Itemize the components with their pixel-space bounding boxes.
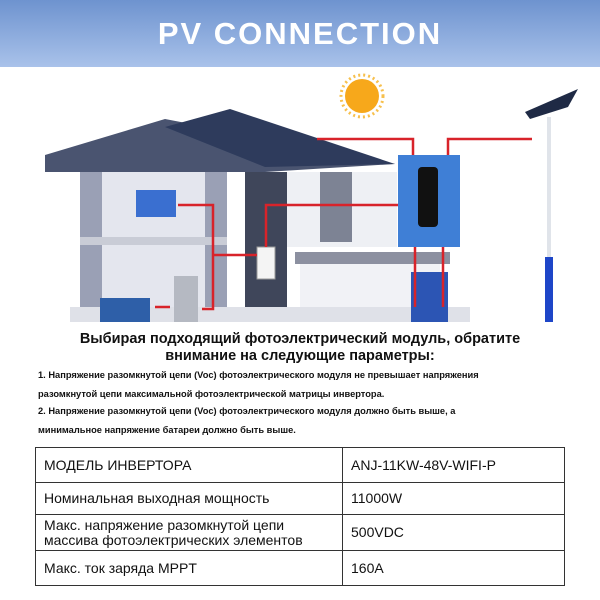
- heading-line-1: Выбирая подходящий фотоэлектрический мод…: [79, 331, 521, 347]
- spec-value: 11000W: [342, 482, 565, 515]
- tv-icon: [100, 298, 150, 322]
- street-light: [525, 89, 578, 322]
- spec-label: Номинальная выходная мощность: [35, 482, 343, 515]
- heading-line-2: внимание на следующие параметры:: [165, 348, 435, 364]
- wires: [155, 137, 532, 311]
- spec-label: Макс. ток заряда MPPT: [35, 550, 343, 586]
- spec-label: МОДЕЛЬ ИНВЕРТОРА: [35, 447, 343, 483]
- spec-value: 500VDC: [342, 514, 565, 551]
- spec-value: 160A: [342, 550, 565, 586]
- inverter: [398, 155, 460, 247]
- note-2-line-2: минимальное напряжение батареи должно бы…: [38, 425, 296, 435]
- spec-label: Макс. напряжение разомкнутой цепи массив…: [35, 514, 343, 551]
- meter-icon: [256, 246, 276, 280]
- section-heading: Выбирая подходящий фотоэлектрический мод…: [0, 331, 600, 365]
- title-banner: PV CONNECTION: [0, 0, 600, 67]
- sun-icon: [339, 73, 385, 119]
- note-1-line-2: разомкнутой цепи максимальной фотоэлектр…: [38, 389, 385, 399]
- spec-value: ANJ-11KW-48V-WIFI-P: [342, 447, 565, 483]
- table-row: Макс. напряжение разомкнутой цепи массив…: [35, 514, 565, 551]
- laptop-icon: [136, 190, 176, 217]
- page-title: PV CONNECTION: [157, 15, 443, 51]
- note-1-line-1: 1. Напряжение разомкнутой цепи (Voc) фот…: [38, 370, 479, 380]
- fridge-icon: [174, 276, 198, 322]
- note-2-line-1: 2. Напряжение разомкнутой цепи (Voc) фот…: [38, 406, 456, 416]
- pv-system-illustration: [45, 73, 578, 322]
